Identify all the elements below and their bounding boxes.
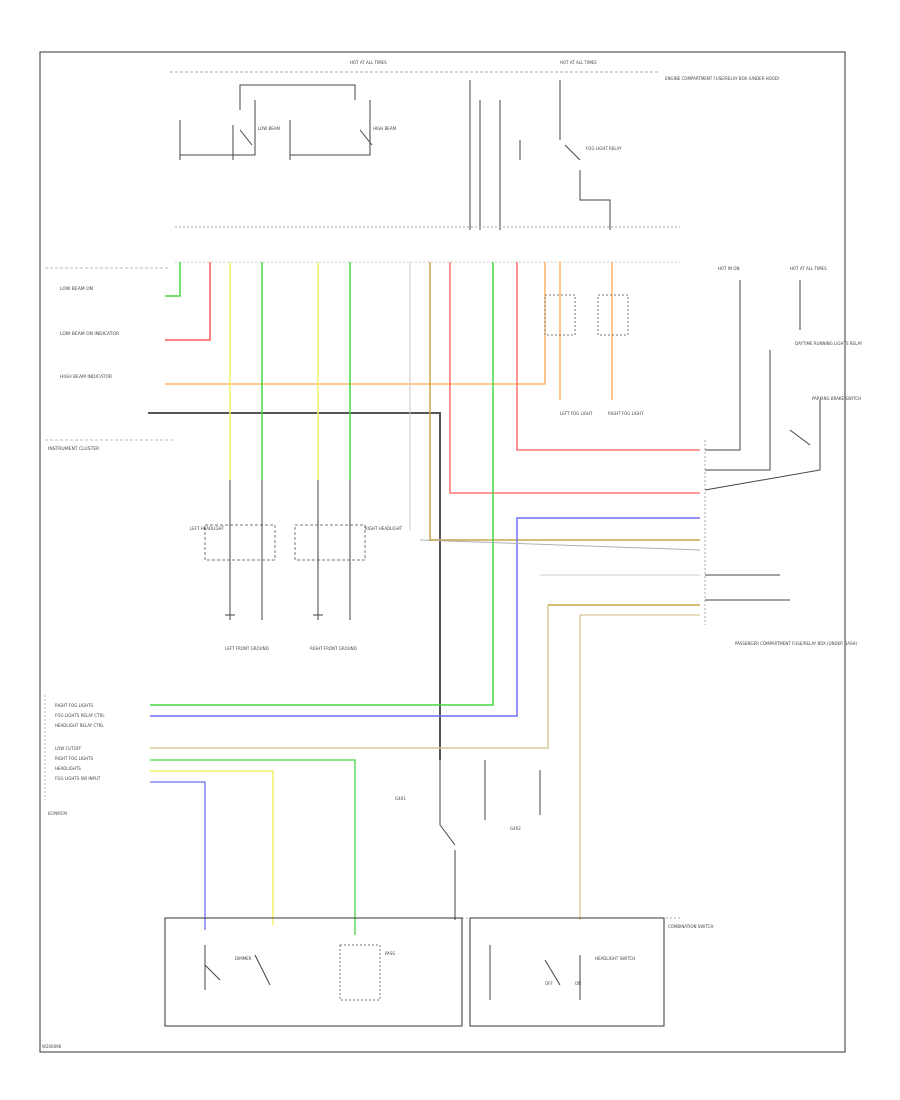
hot-in-on-label: HOT IN ON — [718, 266, 739, 271]
daytime-wire — [705, 350, 771, 471]
left-ground-label: LEFT FRONT GROUND — [225, 646, 269, 651]
cluster-side-4: LOW CUTOFF — [55, 746, 82, 751]
fog-relay-label: FOG LIGHT RELAY — [586, 146, 622, 151]
outer-frame — [39, 51, 846, 1053]
daytime-label: DAYTIME RUNNING LIGHTS RELAY — [795, 341, 863, 346]
right-ground-label: RIGHT FRONT GROUND — [310, 646, 357, 651]
wire-tan-low — [150, 605, 549, 749]
hot-label-left: HOT AT ALL TIMES — [350, 60, 387, 65]
combo-left-box — [164, 917, 463, 1027]
dimmer-switch: DIMMER — [204, 945, 271, 990]
g402-label: G402 — [510, 826, 521, 831]
left-headlight-label: LEFT HEADLIGHT — [190, 526, 225, 531]
left-fog-label: LEFT FOG LIGHT — [560, 411, 593, 416]
passenger-fusebox-label: PASSENGER COMPARTMENT FUSE/RELAY BOX (UN… — [735, 641, 857, 646]
wire-blue-long — [150, 517, 700, 717]
wire-dark-ground — [148, 412, 441, 760]
cluster-side-7: FOG LIGHTS SW INPUT — [55, 776, 101, 781]
wire-gold-1 — [429, 262, 700, 541]
left-input-1: LOW BEAM ON — [60, 286, 93, 292]
hot-label-right: HOT AT ALL TIMES — [560, 60, 597, 65]
hot-far-label: HOT AT ALL TIMES — [790, 266, 827, 271]
wire-green-top — [165, 262, 181, 297]
combo-switch-label: COMBINATION SWITCH — [668, 924, 713, 929]
pass-switch: PASS — [339, 944, 395, 1001]
parking-brake-label: PARKING BRAKE SWITCH — [812, 396, 861, 401]
wire-red-2 — [449, 262, 700, 494]
wire-blue-low — [150, 781, 206, 930]
headlight-right: RIGHT HEADLIGHT RIGHT FRONT GROUND — [294, 480, 403, 651]
left-input-2: LOW BEAM ON INDICATOR — [60, 331, 119, 337]
lower-relay: G401 G402 — [395, 760, 541, 920]
fog-relay-top: FOG LIGHT RELAY — [469, 80, 622, 230]
passenger-fuse-connectors — [419, 440, 790, 625]
relay-group-top: LOW BEAM HIGH BEAM — [179, 84, 397, 160]
headlight-switch: HEADLIGHT SWITCH OFF ON — [489, 945, 635, 1000]
wire-red-3 — [516, 262, 700, 451]
combo-right-box — [469, 917, 665, 1027]
off-label: OFF — [545, 981, 553, 986]
right-fog-label: RIGHT FOG LIGHT — [608, 411, 644, 416]
cluster-side-1: RIGHT FOG LIGHTS — [55, 703, 94, 708]
wire-green-long — [150, 262, 494, 706]
on-label: ON — [575, 981, 581, 986]
ecm-label: ECM/PCM — [48, 811, 67, 816]
wire-orange-top — [165, 262, 546, 385]
engine-fusebox-label: ENGINE COMPARTMENT FUSE/RELAY BOX (UNDER… — [665, 76, 780, 81]
diagram-id: W200096 — [42, 1044, 62, 1049]
parking-brake-switch — [704, 400, 821, 491]
headlight-left: LEFT HEADLIGHT LEFT FRONT GROUND — [190, 480, 276, 651]
wire-yellow-low — [150, 770, 274, 925]
g401-label: G401 — [395, 796, 406, 801]
relay-2-text: HIGH BEAM — [373, 126, 397, 131]
fog-lights: LEFT FOG LIGHT RIGHT FOG LIGHT — [544, 262, 644, 416]
cluster-side-6: HEADLIGHTS — [55, 766, 81, 771]
cluster-side-labels: RIGHT FOG LIGHTS FOG LIGHTS RELAY CTRL H… — [44, 695, 105, 816]
hot-in-on-wire — [705, 280, 741, 451]
cluster-side-3: HEADLIGHT RELAY CTRL — [55, 723, 104, 728]
relay-1-text: LOW BEAM — [258, 126, 280, 131]
dimmer-label: DIMMER — [235, 956, 252, 961]
instrument-cluster-label: INSTRUMENT CLUSTER — [48, 446, 99, 452]
right-headlight-label: RIGHT HEADLIGHT — [365, 526, 403, 531]
pass-label: PASS — [385, 951, 395, 956]
wire-green-low — [150, 759, 356, 935]
headlight-switch-label: HEADLIGHT SWITCH — [595, 956, 635, 961]
wire-red-top — [165, 262, 211, 341]
cluster-side-5: RIGHT FOG LIGHTS — [55, 756, 94, 761]
cluster-side-2: FOG LIGHTS RELAY CTRL — [55, 713, 105, 718]
left-input-3: HIGH BEAM INDICATOR — [60, 374, 112, 380]
